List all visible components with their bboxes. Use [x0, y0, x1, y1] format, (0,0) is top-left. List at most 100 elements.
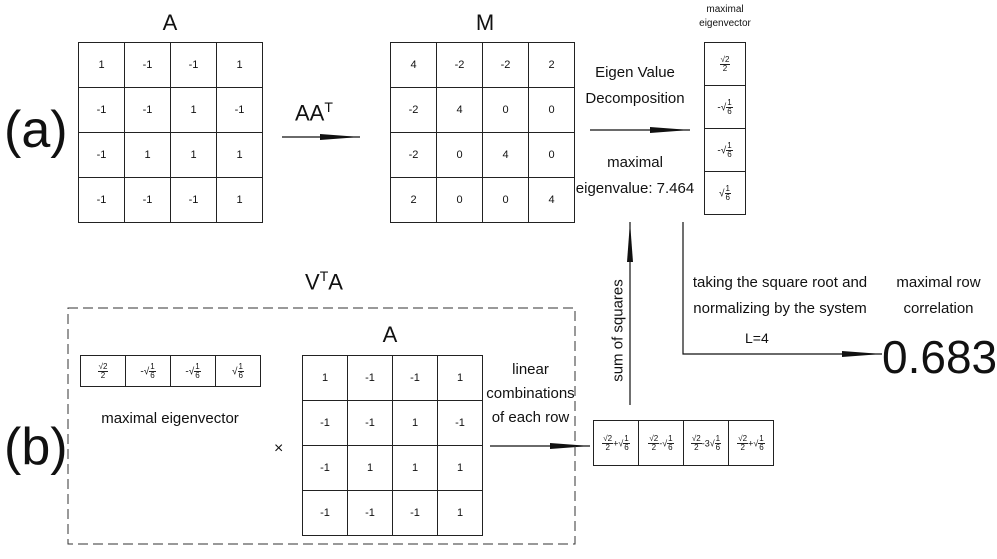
lincomb-line-3: of each row [491, 409, 570, 426]
matrix-a-cell: 1 [124, 132, 171, 178]
sqrt-line-2: normalizing by the system [693, 300, 867, 317]
matrix-m-cell: 0 [528, 87, 575, 133]
matrix-a-cell: 1 [170, 132, 217, 178]
matrix-a-b-cell: -1 [347, 400, 393, 446]
matrix-a-b-cell: -1 [347, 355, 393, 401]
lincomb-line-2: combinations [486, 385, 575, 402]
correlation-line-2: correlation [903, 300, 974, 317]
matrix-a-b-cell: -1 [392, 355, 438, 401]
matrix-m-cell: 4 [436, 87, 483, 133]
matrix-a-b-title: A [382, 322, 398, 347]
times-sign: × [274, 440, 284, 457]
aat-label: AAT [295, 99, 333, 126]
matrix-m-cell: -2 [390, 87, 437, 133]
matrix-m-cell: 4 [528, 177, 575, 223]
eigvec-caption: maximal eigenvector [101, 410, 239, 427]
matrix-a-cell: -1 [78, 87, 125, 133]
correlation-arrow-line [682, 222, 808, 355]
matrix-m-cell: -2 [482, 42, 529, 88]
part-b-label: (b) [4, 418, 68, 476]
matrix-m-cell: -2 [390, 132, 437, 178]
eigvec-title-1: maximal [706, 4, 744, 15]
matrix-a-cell: 1 [216, 132, 263, 178]
matrix-m-cell: 4 [390, 42, 437, 88]
matrix-a-b-cell: -1 [302, 490, 348, 536]
matrix-a-cell: 1 [216, 177, 263, 223]
matrix-a-b-cell: -1 [302, 445, 348, 491]
matrix-a-b-cell: -1 [437, 400, 483, 446]
aat-text: AA [295, 100, 325, 126]
matrix-a-b-cell: 1 [392, 400, 438, 446]
lincomb-line-1: linear [512, 361, 549, 378]
matrix-a-b-cell: -1 [347, 490, 393, 536]
matrix-m-cell: 0 [482, 87, 529, 133]
aat-sup: T [324, 99, 333, 115]
part-a-label: (a) [4, 101, 68, 159]
eigvec-title: maximal eigenvector [690, 3, 760, 31]
matrix-a-b-cell: -1 [392, 490, 438, 536]
matrix-a-cell: 1 [78, 42, 125, 88]
matrix-a-cell: -1 [78, 177, 125, 223]
matrix-a-cell: -1 [124, 42, 171, 88]
vta-sup: T [319, 268, 329, 284]
vta-label: VTA [305, 268, 343, 295]
evd-line-1: Eigen Value [595, 64, 675, 81]
sqrt-normalize-label: taking the square root and normalizing b… [680, 270, 880, 322]
correlation-label: maximal row correlation [880, 270, 997, 322]
matrix-m-cell: 0 [436, 177, 483, 223]
matrix-a-b-cell: 1 [437, 490, 483, 536]
matrix-m-title: M [475, 10, 495, 35]
lincomb-label: linear combinations of each row [478, 358, 583, 430]
evd-label: Eigen Value Decomposition [580, 60, 690, 112]
matrix-m-cell: 2 [390, 177, 437, 223]
matrix-a-cell: -1 [170, 42, 217, 88]
l-label: L=4 [745, 330, 769, 346]
matrix-a-b-cell: 1 [302, 355, 348, 401]
max-eigenvalue-line-2: eigenvalue: 7.464 [575, 180, 695, 197]
matrix-a-cell: 1 [216, 42, 263, 88]
sum-squares-label: sum of squares [609, 279, 627, 382]
matrix-a-b-cell: 1 [437, 355, 483, 401]
matrix-a-cell: -1 [78, 132, 125, 178]
matrix-a-cell: -1 [216, 87, 263, 133]
evd-line-2: Decomposition [585, 90, 685, 107]
eigvec-title-2: eigenvector [699, 18, 751, 29]
matrix-m-cell: 4 [482, 132, 529, 178]
matrix-a-cell: -1 [124, 87, 171, 133]
vta-v: V [305, 269, 320, 295]
matrix-a-cell: 1 [170, 87, 217, 133]
matrix-m-cell: -2 [436, 42, 483, 88]
max-eigenvalue-label: maximal eigenvalue: 7.464 [570, 150, 700, 202]
max-eigenvalue-line-1: maximal [607, 154, 663, 171]
matrix-a-cell: -1 [170, 177, 217, 223]
correlation-line-1: maximal row [896, 274, 981, 291]
matrix-m-cell: 0 [482, 177, 529, 223]
sqrt-line-1: taking the square root and [692, 274, 868, 291]
matrix-m-cell: 2 [528, 42, 575, 88]
matrix-a-b-cell: 1 [437, 445, 483, 491]
vta-dashed-box [67, 307, 576, 545]
